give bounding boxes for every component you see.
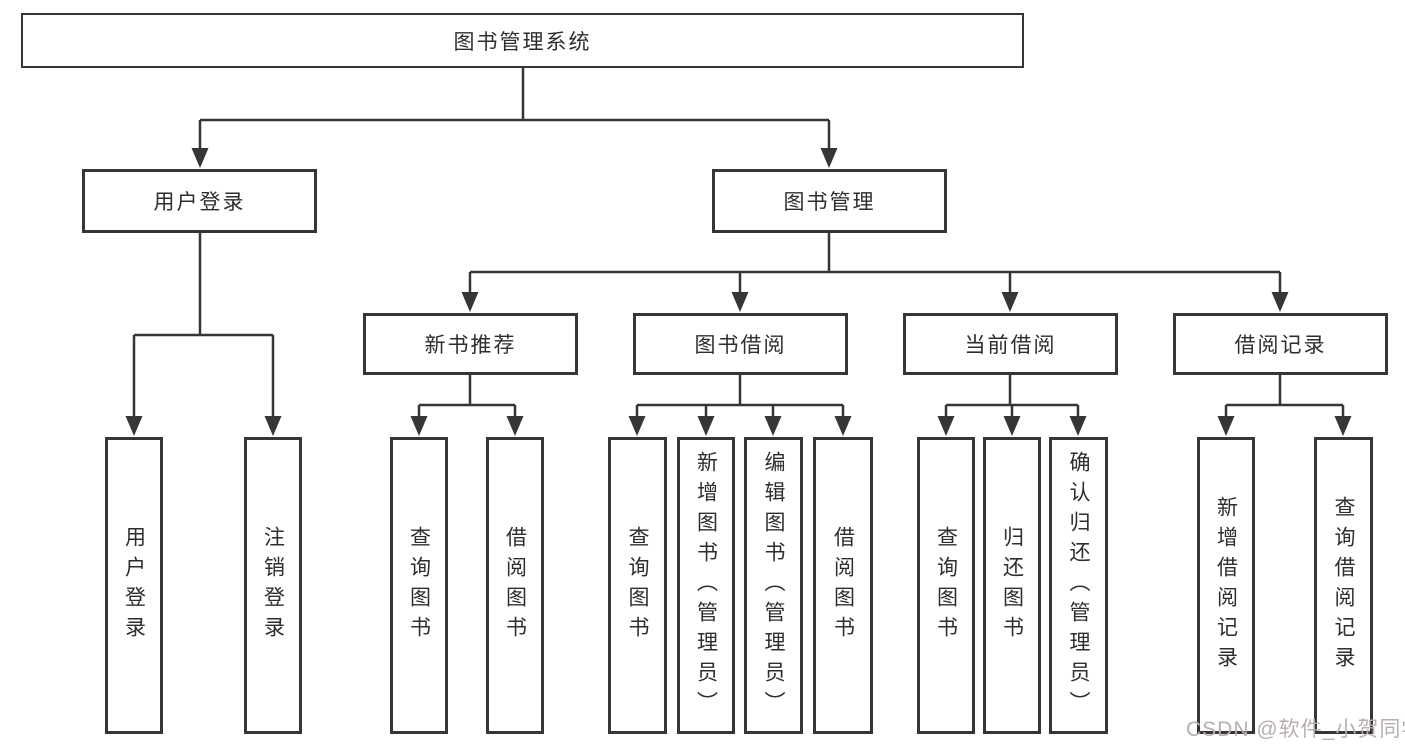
leaf-add-borrow-record: 新增借阅记录 (1197, 437, 1255, 734)
node-new-book-recommend: 新书推荐 (363, 313, 578, 375)
leaf-return-book: 归还图书 (983, 437, 1041, 734)
leaf-borrow-books: 借阅图书 (813, 437, 873, 734)
connector-path (132, 68, 1345, 418)
leaf-edit-book-admin: 编辑图书（管理员） (744, 437, 803, 734)
node-root: 图书管理系统 (21, 13, 1024, 68)
leaf-query-books-recommend: 查询图书 (390, 437, 448, 734)
leaf-borrow-books-recommend: 借阅图书 (486, 437, 544, 734)
leaf-query-books-borrow: 查询图书 (608, 437, 667, 734)
watermark: CSDN @软件_小贺同学 (1186, 718, 1405, 741)
leaf-user-login: 用户登录 (105, 437, 163, 734)
arrowheads (125, 148, 1352, 436)
node-user-login: 用户登录 (82, 169, 317, 233)
leaf-add-book-admin: 新增图书（管理员） (677, 437, 735, 734)
node-borrow-records: 借阅记录 (1173, 313, 1388, 375)
leaf-logout: 注销登录 (244, 437, 302, 734)
leaf-confirm-return-admin: 确认归还（管理员） (1049, 437, 1108, 734)
leaf-query-books-current: 查询图书 (917, 437, 975, 734)
node-book-borrow: 图书借阅 (633, 313, 848, 375)
leaf-query-borrow-record: 查询借阅记录 (1314, 437, 1373, 734)
node-current-borrow: 当前借阅 (903, 313, 1118, 375)
node-book-management: 图书管理 (712, 169, 947, 233)
